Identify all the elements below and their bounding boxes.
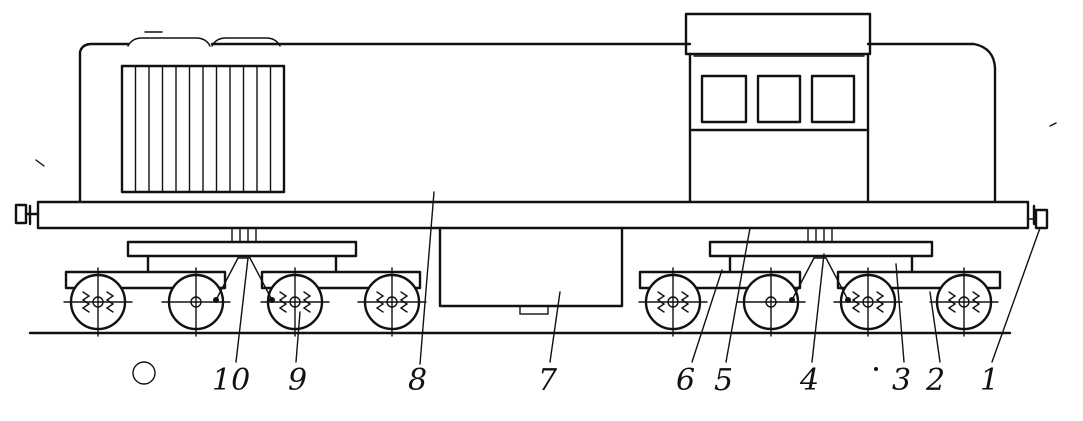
callout-label-7: 7	[538, 363, 558, 398]
wheel	[638, 267, 708, 337]
wheel	[63, 267, 133, 337]
axle-box	[289, 296, 301, 308]
spring	[947, 291, 981, 313]
wheel	[736, 267, 806, 337]
traction-link	[215, 257, 273, 301]
axle-box	[190, 296, 202, 308]
roof-hatch-left	[127, 37, 211, 47]
callout-label-2: 2	[925, 363, 945, 398]
cab-window-3	[810, 74, 856, 124]
callout-label-9: 9	[288, 363, 307, 398]
traction-link	[791, 257, 849, 301]
callout-label-3: 3	[892, 363, 911, 398]
bolster-beam	[708, 240, 934, 258]
long-hood	[78, 42, 692, 204]
fuel-tank	[438, 226, 624, 315]
stray-mark	[35, 159, 45, 167]
bolster-beam	[126, 240, 358, 258]
wheel	[929, 267, 999, 337]
spring	[851, 291, 885, 313]
roof-hatch-right	[211, 37, 281, 47]
coupler-left	[14, 203, 40, 225]
callout-label-10: 10	[212, 363, 250, 398]
callout-label-1: 1	[980, 363, 999, 398]
axle-box	[667, 296, 679, 308]
callout-label-6: 6	[676, 363, 695, 398]
spring	[656, 291, 690, 313]
spring	[278, 291, 312, 313]
axle-box	[386, 296, 398, 308]
center-pivot	[231, 227, 257, 243]
callout-label-4: 4	[799, 363, 819, 398]
spring	[375, 291, 409, 313]
axle-box	[958, 296, 970, 308]
wheel	[833, 267, 903, 337]
axle-box	[862, 296, 874, 308]
callout-labels: 1 2 3 4 5 6 7 8 9 10	[212, 363, 999, 398]
stray-mark	[874, 367, 878, 371]
callout-label-8: 8	[408, 363, 427, 398]
cab-window-2	[756, 74, 802, 124]
spring	[81, 291, 115, 313]
stray-mark	[1049, 122, 1057, 127]
center-pivot	[807, 227, 833, 243]
radiator-grille	[120, 64, 286, 194]
callout-label-5: 5	[714, 363, 733, 398]
cab-window-1	[700, 74, 748, 124]
axle-box	[92, 296, 104, 308]
axle-box	[765, 296, 777, 308]
bogie-right	[638, 227, 1002, 337]
wheel	[260, 267, 330, 337]
coupler-right	[1027, 208, 1049, 230]
wheel	[161, 267, 231, 337]
stray-mark	[132, 361, 156, 385]
wheel	[357, 267, 427, 337]
cab	[684, 12, 997, 204]
leader-lines	[235, 191, 1041, 365]
main-frame	[28, 200, 1036, 230]
bogie-left	[63, 227, 427, 337]
